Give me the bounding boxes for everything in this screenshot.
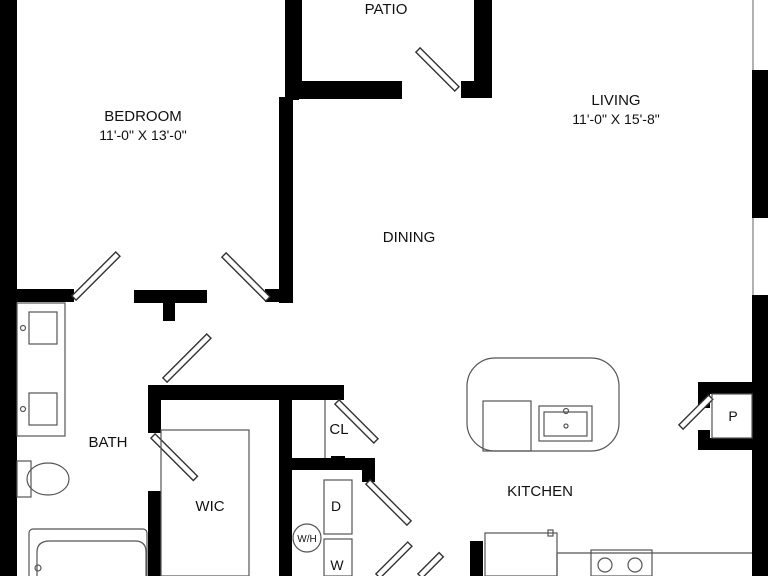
wall-pantry-bottom bbox=[698, 438, 768, 450]
wall-wic-top bbox=[148, 385, 344, 400]
wic-shelf bbox=[160, 429, 250, 576]
wall-bedroom-right bbox=[279, 97, 293, 303]
sink-lower bbox=[28, 392, 58, 426]
water-heater-label: W/H bbox=[297, 534, 316, 545]
living-label: LIVING bbox=[591, 92, 640, 109]
burner-left-icon bbox=[597, 557, 613, 573]
wall-wic-right bbox=[279, 398, 292, 576]
bedroom-dims: 11'-0" X 13'-0" bbox=[99, 127, 186, 143]
island-sink bbox=[538, 405, 593, 442]
wall-pantry-top bbox=[698, 382, 768, 394]
wall-bedroom-bottom-left bbox=[0, 289, 74, 302]
closet-door bbox=[333, 398, 380, 445]
wall-laundry-stub bbox=[331, 456, 345, 464]
burner-right-icon bbox=[627, 557, 643, 573]
wall-bedroom-bottom-right bbox=[265, 289, 293, 302]
kitchen-island bbox=[466, 357, 620, 452]
kitchen-label: KITCHEN bbox=[507, 483, 573, 500]
washer-box bbox=[323, 538, 353, 576]
pantry-label: P bbox=[728, 408, 737, 424]
living-dims: 11'-0" X 15'-8" bbox=[572, 111, 659, 127]
bedroom-door-right bbox=[220, 251, 271, 302]
bath-door bbox=[161, 333, 212, 384]
faucet-lower-icon bbox=[19, 405, 27, 413]
wall-closet-door-stub bbox=[362, 458, 375, 482]
water-heater-icon bbox=[292, 523, 322, 553]
wall-right-lower bbox=[752, 295, 768, 576]
bathtub bbox=[28, 528, 148, 576]
wall-patio-right bbox=[474, 0, 492, 98]
fridge bbox=[484, 532, 558, 576]
wall-pantry-left-bottom bbox=[698, 430, 710, 450]
wall-kitchen-bottom bbox=[470, 541, 483, 576]
pantry-shelf bbox=[711, 393, 753, 439]
toilet-tank bbox=[16, 460, 32, 498]
dishwasher bbox=[482, 400, 532, 452]
patio-door bbox=[414, 46, 461, 93]
island-faucet-icon bbox=[562, 407, 570, 415]
island-drain-icon bbox=[563, 423, 569, 429]
washer-label: W bbox=[330, 557, 344, 573]
tub-drain-icon bbox=[34, 564, 42, 572]
pantry-door bbox=[677, 394, 714, 431]
faucet-upper-icon bbox=[19, 324, 27, 332]
dryer-label: D bbox=[331, 498, 341, 514]
wall-wic-left-lower bbox=[148, 491, 161, 576]
laundry-door-lower-a bbox=[374, 541, 413, 576]
dryer-box bbox=[323, 479, 353, 535]
island-sink-basin bbox=[543, 411, 588, 437]
dining-label: DINING bbox=[383, 229, 436, 246]
patio-label: PATIO bbox=[365, 1, 408, 18]
wall-wic-left bbox=[148, 385, 161, 433]
fixtures bbox=[16, 302, 753, 576]
toilet-bowl-icon bbox=[26, 462, 70, 496]
wall-left-bath bbox=[0, 296, 17, 576]
wall-bedroom-bottom-stub bbox=[163, 290, 175, 321]
vanity-counter bbox=[16, 302, 66, 437]
wall-left-bedroom bbox=[0, 0, 17, 302]
bath-label: BATH bbox=[89, 434, 128, 451]
room-labels: PATIO BEDROOM 11'-0" X 13'-0" LIVING 11'… bbox=[89, 1, 738, 573]
fridge-door-line bbox=[547, 529, 554, 537]
wic-door bbox=[149, 432, 199, 482]
bathtub-basin bbox=[36, 540, 147, 576]
wall-patio-bottom bbox=[290, 81, 402, 99]
laundry-door-lower-b bbox=[416, 551, 445, 576]
doors bbox=[70, 46, 714, 576]
wall-patio-left bbox=[290, 0, 302, 82]
sink-upper bbox=[28, 311, 58, 345]
bedroom-label: BEDROOM bbox=[104, 108, 182, 125]
range bbox=[590, 549, 653, 576]
bedroom-door-left bbox=[70, 251, 121, 302]
wall-patio-bottom-right bbox=[461, 81, 492, 98]
wic-label: WIC bbox=[195, 498, 224, 515]
closet-label: CL bbox=[329, 421, 348, 438]
laundry-door bbox=[364, 478, 413, 527]
wall-right-upper bbox=[752, 70, 768, 218]
